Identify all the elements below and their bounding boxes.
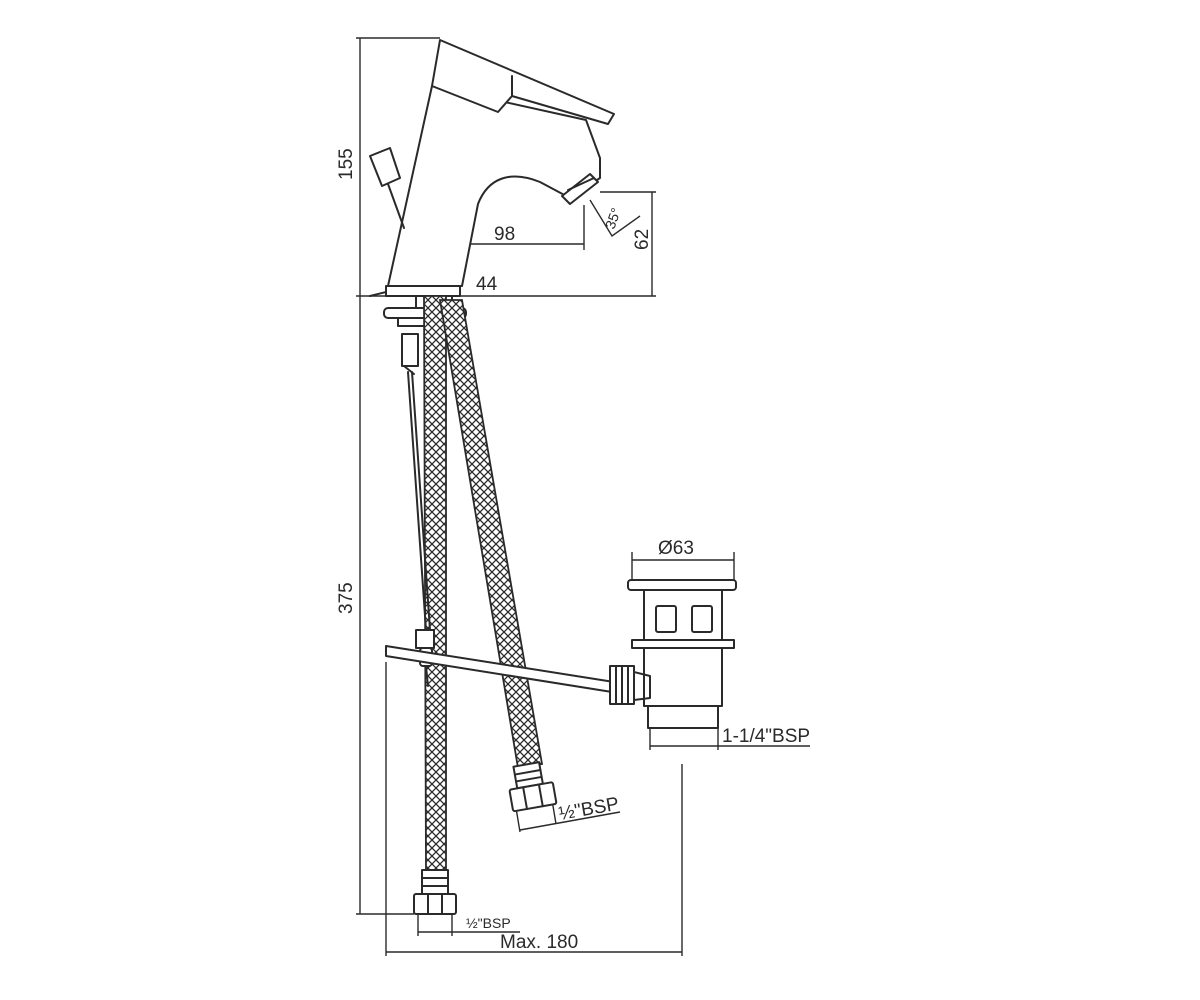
hose-left-nut bbox=[413, 893, 457, 915]
label-max-width: Max. 180 bbox=[500, 932, 578, 953]
label-spout-height: 155 bbox=[336, 148, 357, 180]
label-aerator-angle: 35° bbox=[602, 206, 624, 231]
waste-tail bbox=[647, 705, 719, 729]
label-hose-thread-right: ½"BSP bbox=[557, 794, 620, 825]
popup-knob bbox=[369, 147, 401, 187]
label-base-diameter: 44 bbox=[476, 274, 498, 295]
hose-right-nut bbox=[508, 781, 558, 813]
popup-rod-top bbox=[387, 183, 405, 229]
dimension-labels: 155 375 98 35° 62 44 Ø63 1-1/4"BSP ½"BSP… bbox=[336, 148, 810, 953]
label-waste-diameter: Ø63 bbox=[658, 538, 694, 559]
label-reach: 98 bbox=[494, 224, 515, 245]
faucet-spout bbox=[387, 85, 601, 287]
label-base-to-floor: 375 bbox=[336, 582, 357, 614]
waste-body bbox=[643, 647, 723, 707]
popup-waste bbox=[609, 579, 737, 729]
rod-coupling bbox=[415, 629, 435, 649]
flexible-hoses bbox=[413, 295, 558, 915]
label-aerator-height: 62 bbox=[632, 229, 653, 250]
base-flange bbox=[385, 285, 461, 297]
aerator bbox=[561, 173, 599, 205]
label-waste-thread: 1-1/4"BSP bbox=[722, 726, 810, 747]
popup-lift-rod bbox=[407, 371, 427, 631]
hose-left-ferrule bbox=[421, 869, 449, 895]
rod-clamp bbox=[401, 333, 419, 367]
waste-flange bbox=[627, 579, 737, 591]
dim-angle-35 bbox=[589, 199, 641, 238]
hose-right bbox=[438, 299, 544, 770]
label-hose-thread-left: ½"BSP bbox=[466, 915, 511, 931]
dim-line-hose-right bbox=[519, 811, 621, 831]
faucet-body bbox=[369, 39, 615, 297]
